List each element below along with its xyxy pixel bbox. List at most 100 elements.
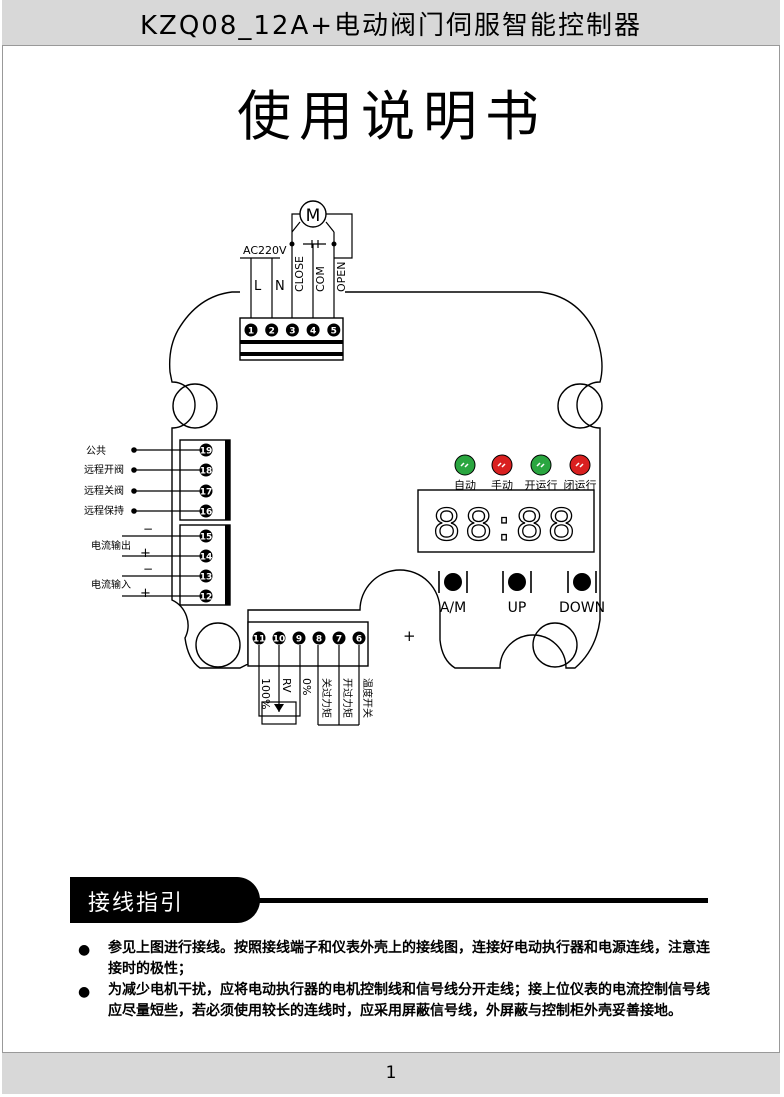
label-com: COM <box>314 266 327 292</box>
terminal-12-number: 12 <box>200 593 213 603</box>
terminal-7-number: 7 <box>336 635 342 645</box>
terminal-4: 4 <box>306 323 320 337</box>
indicator-label: 手动 <box>491 478 513 492</box>
terminal-8-number: 8 <box>316 635 322 645</box>
bottom-wires <box>258 645 360 726</box>
panel-button-1[interactable]: UP <box>502 571 532 616</box>
display-frame <box>417 489 595 553</box>
terminal-19-number: 19 <box>200 447 213 457</box>
bullet-icon: ● <box>78 984 91 1000</box>
terminal-9: 9 <box>292 631 306 645</box>
terminal-1-number: 1 <box>248 327 254 337</box>
label-remote-close: 远程关阀 <box>84 484 124 497</box>
terminal-10: 10 <box>272 631 286 645</box>
indicator-light: 自动 <box>454 454 476 492</box>
label-100: 100% <box>259 678 272 709</box>
rv-arrow-icon <box>274 704 284 712</box>
terminal-15-number: 15 <box>200 533 213 543</box>
terminal-17-number: 17 <box>200 488 213 498</box>
wire-dot <box>131 508 137 514</box>
plus-mark: + <box>403 627 416 645</box>
terminal-11-number: 11 <box>253 635 266 645</box>
document-title: 使用说明书 <box>237 85 547 148</box>
button-label: UP <box>508 600 527 616</box>
terminal-8: 8 <box>312 631 326 645</box>
section-rule <box>250 898 708 903</box>
sign-out-minus: − <box>143 522 153 536</box>
terminal-12: 12 <box>199 589 213 603</box>
list-item: ● 参见上图进行接线。按照接线端子和仪表外壳上的接线图，连接好电动执行器和电源连… <box>72 938 722 980</box>
button-label: DOWN <box>559 600 605 616</box>
page-number: 1 <box>385 1063 397 1083</box>
terminal-6: 6 <box>352 631 366 645</box>
indicator-light: 闭运行 <box>564 454 597 492</box>
wire-dot <box>131 467 137 473</box>
terminal-2-number: 2 <box>269 327 275 337</box>
label-current-out: 电流输出 <box>91 539 131 552</box>
terminal-13: 13 <box>199 569 213 583</box>
section-title: 接线指引 <box>88 891 185 916</box>
terminal-14: 14 <box>199 549 213 563</box>
terminal-3-number: 3 <box>289 327 295 337</box>
terminal-5-number: 5 <box>331 327 337 337</box>
label-n: N <box>275 279 285 294</box>
mount-hole-bottom-right <box>532 622 578 668</box>
motor-icon <box>299 200 327 228</box>
mount-hole-left <box>172 383 218 429</box>
terminal-16: 16 <box>199 504 213 518</box>
header-bar: KZQ08_12A+电动阀门伺服智能控制器 <box>2 0 780 46</box>
indicator-light: 开运行 <box>525 454 558 492</box>
terminal-10-number: 10 <box>273 635 286 645</box>
label-0: 0% <box>300 678 313 695</box>
panel-button-0[interactable]: A/M <box>438 571 468 616</box>
label-close: CLOSE <box>293 256 306 292</box>
sign-in-minus: − <box>143 562 153 576</box>
label-current-in: 电流输入 <box>91 578 131 591</box>
terminal-17: 17 <box>199 484 213 498</box>
indicator-label: 开运行 <box>525 479 558 492</box>
bottom-terminal-block <box>247 621 369 667</box>
terminal-9-number: 9 <box>296 635 302 645</box>
label-thermo-switch: 温度开关 <box>361 678 374 718</box>
label-common: 公共 <box>86 445 106 457</box>
label-close-torque: 关过力矩 <box>320 678 333 718</box>
terminal-13-number: 13 <box>200 573 213 583</box>
indicator-light: 手动 <box>491 454 513 492</box>
list-item: ● 为减少电机干扰，应将电动执行器的电机控制线和信号线分开走线；接上位仪表的电流… <box>72 980 722 1022</box>
button-label: A/M <box>440 600 466 616</box>
sign-out-plus: + <box>140 546 151 561</box>
list-item-text: 为减少电机干扰，应将电动执行器的电机控制线和信号线分开走线；接上位仪表的电流控制… <box>108 982 710 1019</box>
panel-button-2[interactable]: DOWN <box>559 571 605 616</box>
wire-dot <box>131 447 137 453</box>
indicator-label: 自动 <box>454 479 476 492</box>
mount-hole-bottom-left <box>195 622 241 668</box>
motor-label: M <box>306 206 321 226</box>
list-item-text: 参见上图进行接线。按照接线端子和仪表外壳上的接线图，连接好电动执行器和电源连线，… <box>108 940 710 977</box>
terminal-4-number: 4 <box>310 327 316 337</box>
terminal-11: 11 <box>252 631 266 645</box>
product-title: KZQ08_12A+电动阀门伺服智能控制器 <box>139 11 643 41</box>
label-open: OPEN <box>335 262 348 292</box>
seven-segment-display: 88:88 <box>433 500 580 551</box>
terminal-15: 15 <box>199 529 213 543</box>
junction-dots <box>289 241 337 247</box>
terminal-2: 2 <box>265 323 279 337</box>
housing-outline <box>168 291 603 669</box>
terminal-7: 7 <box>332 631 346 645</box>
supply-label: AC220V <box>243 244 287 257</box>
label-remote-hold: 远程保持 <box>84 504 124 517</box>
terminal-6-number: 6 <box>356 635 362 645</box>
indicator-label: 闭运行 <box>564 479 597 492</box>
terminal-5: 5 <box>327 323 341 337</box>
label-open-torque: 开过力矩 <box>341 678 354 718</box>
section-tab: 接线指引 <box>70 877 260 923</box>
sign-in-plus: + <box>140 586 151 601</box>
terminal-18-number: 18 <box>200 467 213 477</box>
footer-bar: 1 <box>2 1052 780 1094</box>
terminal-3: 3 <box>285 323 299 337</box>
mount-hole-right <box>557 383 603 429</box>
instruction-list: ● 参见上图进行接线。按照接线端子和仪表外壳上的接线图，连接好电动执行器和电源连… <box>72 938 722 1022</box>
terminal-18: 18 <box>199 463 213 477</box>
